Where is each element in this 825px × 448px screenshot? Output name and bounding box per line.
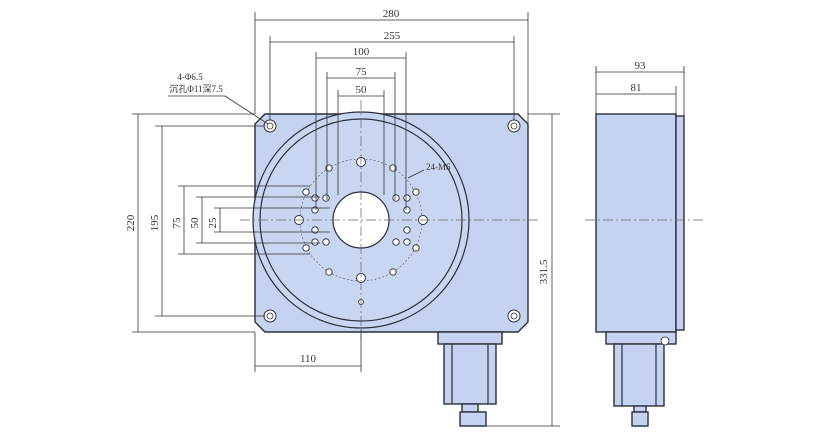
dim-93: 93: [635, 60, 647, 72]
tapped-hole: [302, 244, 310, 252]
tapped-hole: [392, 194, 400, 202]
tapped-hole: [311, 194, 319, 202]
tapped-hole-note: 24-M6: [426, 162, 451, 172]
front-view: [240, 100, 540, 340]
dim-255: 255: [384, 30, 401, 42]
tapped-hole: [389, 164, 397, 172]
side-motor-knob: [631, 411, 649, 427]
corner-holes: [263, 119, 521, 323]
tapped-hole: [412, 244, 420, 252]
dim-v75: 75: [171, 217, 183, 229]
tapped-hole: [322, 194, 330, 202]
tapped-hole: [311, 238, 319, 246]
tapped-hole: [403, 238, 411, 246]
side-body: [595, 113, 677, 333]
motor-flange: [437, 331, 503, 345]
tapped-hole: [322, 238, 330, 246]
tapped-hole: [403, 226, 411, 234]
tapped-hole: [412, 188, 420, 196]
dimension-lines: [132, 12, 685, 427]
tapped-hole: [403, 194, 411, 202]
corner-hole-note-line2: 沉孔Φ11深7.5: [169, 84, 223, 94]
dim-220: 220: [125, 214, 137, 231]
dim-v25: 25: [207, 217, 219, 229]
side-view: [585, 113, 705, 427]
motor-shaft-coupling: [461, 403, 479, 413]
motor-encoder-knob: [459, 411, 487, 427]
tapped-hole: [325, 268, 333, 276]
tapped-hole: [392, 238, 400, 246]
dim-81: 81: [631, 82, 642, 94]
tapped-hole: [403, 206, 411, 214]
front-motor: [437, 331, 503, 427]
tapped-hole: [311, 206, 319, 214]
tapped-hole: [302, 188, 310, 196]
side-connector: [660, 336, 670, 346]
dim-v50: 50: [189, 217, 201, 229]
dim-50: 50: [356, 84, 368, 96]
dimension-labels: 280 255 100 75 50 220 195 75 50 25 110 3…: [125, 8, 646, 365]
side-table-edge: [675, 115, 685, 331]
motor-body: [443, 343, 497, 405]
tapped-hole: [389, 268, 397, 276]
dim-100: 100: [353, 46, 370, 58]
dim-280: 280: [383, 8, 400, 20]
corner-hole-note-line1: 4-Φ6.5: [177, 72, 203, 82]
dim-110: 110: [300, 353, 317, 365]
dim-195: 195: [149, 214, 161, 231]
dim-75: 75: [356, 66, 368, 78]
dim-331-5: 331.5: [538, 259, 550, 284]
